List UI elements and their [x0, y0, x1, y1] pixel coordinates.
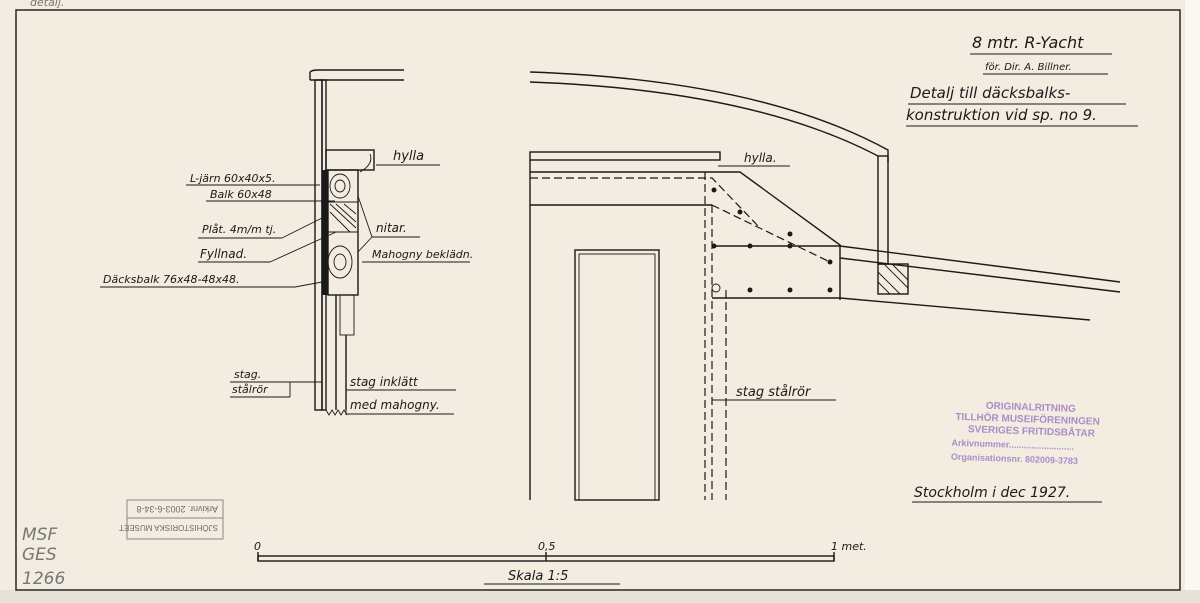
- scale-bar: 0 0,5 1 met. Skala 1:5: [254, 540, 867, 585]
- svg-text:SVERIGES FRITIDSBÅTAR: SVERIGES FRITIDSBÅTAR: [968, 422, 1096, 439]
- svg-text:konstruktion vid sp. no 9.: konstruktion vid sp. no 9.: [906, 106, 1097, 124]
- svg-text:MSF: MSF: [22, 525, 57, 545]
- corner-note: detalj.: [30, 0, 64, 9]
- rivet-dot: [787, 287, 793, 293]
- rivet-dot: [827, 259, 833, 265]
- left-labels: hylla L-järn 60x40x5. Balk 60x48 Plåt. 4…: [100, 149, 473, 415]
- svg-text:8 mtr. R-Yacht: 8 mtr. R-Yacht: [972, 33, 1084, 52]
- svg-text:GES: GES: [22, 545, 57, 565]
- svg-text:1266: 1266: [22, 569, 65, 589]
- label-plat: Plåt. 4m/m tj.: [202, 223, 276, 236]
- scale-one: 1 met.: [831, 540, 867, 553]
- label-hylla-left: hylla: [393, 149, 424, 164]
- archive-stamp: SJÖHISTORISKA MUSEET Arkivnr. 2003-6-34-…: [119, 499, 224, 540]
- rivet-dot: [711, 187, 717, 193]
- label-stag-stalror: stag stålrör: [736, 385, 812, 400]
- museum-stamp: ORIGINALRITNING TILLHÖR MUSEIFÖRENINGEN …: [951, 401, 1100, 466]
- label-stag-inklatt: stag inklätt: [350, 375, 419, 389]
- section-left: [309, 69, 404, 416]
- label-dacksbalk: Däcksbalk 76x48-48x48.: [103, 273, 239, 286]
- svg-text:Arkivnummer...................: Arkivnummer..........................: [951, 438, 1074, 452]
- label-balk: Balk 60x48: [210, 188, 272, 201]
- svg-text:SJÖHISTORISKA MUSEET: SJÖHISTORISKA MUSEET: [119, 523, 218, 532]
- rivet-dot: [747, 287, 753, 293]
- label-mahogny: Mahogny beklädn.: [372, 248, 473, 261]
- sheet-border: [15, 9, 1181, 591]
- svg-text:Organisationsnr. 802009-3783: Organisationsnr. 802009-3783: [951, 452, 1078, 466]
- scale-zero: 0: [254, 540, 261, 553]
- rivet-dot: [787, 243, 793, 249]
- label-stag: stag.: [234, 368, 261, 381]
- scale-half: 0,5: [538, 540, 556, 553]
- label-nitar: nitar.: [376, 221, 407, 235]
- svg-text:för. Dir. A. Billner.: för. Dir. A. Billner.: [985, 62, 1072, 73]
- section-right: [529, 71, 1121, 501]
- label-stalror: stålrör: [232, 383, 269, 396]
- place-date: Stockholm i dec 1927.: [914, 485, 1070, 501]
- scale-caption: Skala 1:5: [508, 569, 568, 584]
- label-l-jarn: L-järn 60x40x5.: [190, 172, 276, 185]
- rivet-points: [711, 187, 833, 293]
- rivet-dot: [747, 243, 753, 249]
- label-fyllnad: Fyllnad.: [200, 247, 247, 261]
- label-hylla-right: hylla.: [744, 151, 777, 165]
- svg-text:Arkivnr. 2003-6-34-8: Arkivnr. 2003-6-34-8: [136, 504, 218, 514]
- svg-text:Detalj till däcksbalks-: Detalj till däcksbalks-: [910, 84, 1070, 102]
- rivet-dot: [711, 243, 717, 249]
- svg-text:ORIGINALRITNING: ORIGINALRITNING: [986, 401, 1077, 415]
- rivet-dot: [827, 287, 833, 293]
- title-block: 8 mtr. R-Yacht för. Dir. A. Billner. Det…: [906, 33, 1138, 127]
- label-med-mahogny: med mahogny.: [350, 398, 440, 412]
- rivet-dot: [787, 231, 793, 237]
- rivet-dot: [737, 209, 743, 215]
- pencil-notes: MSF GES 1266: [22, 525, 65, 589]
